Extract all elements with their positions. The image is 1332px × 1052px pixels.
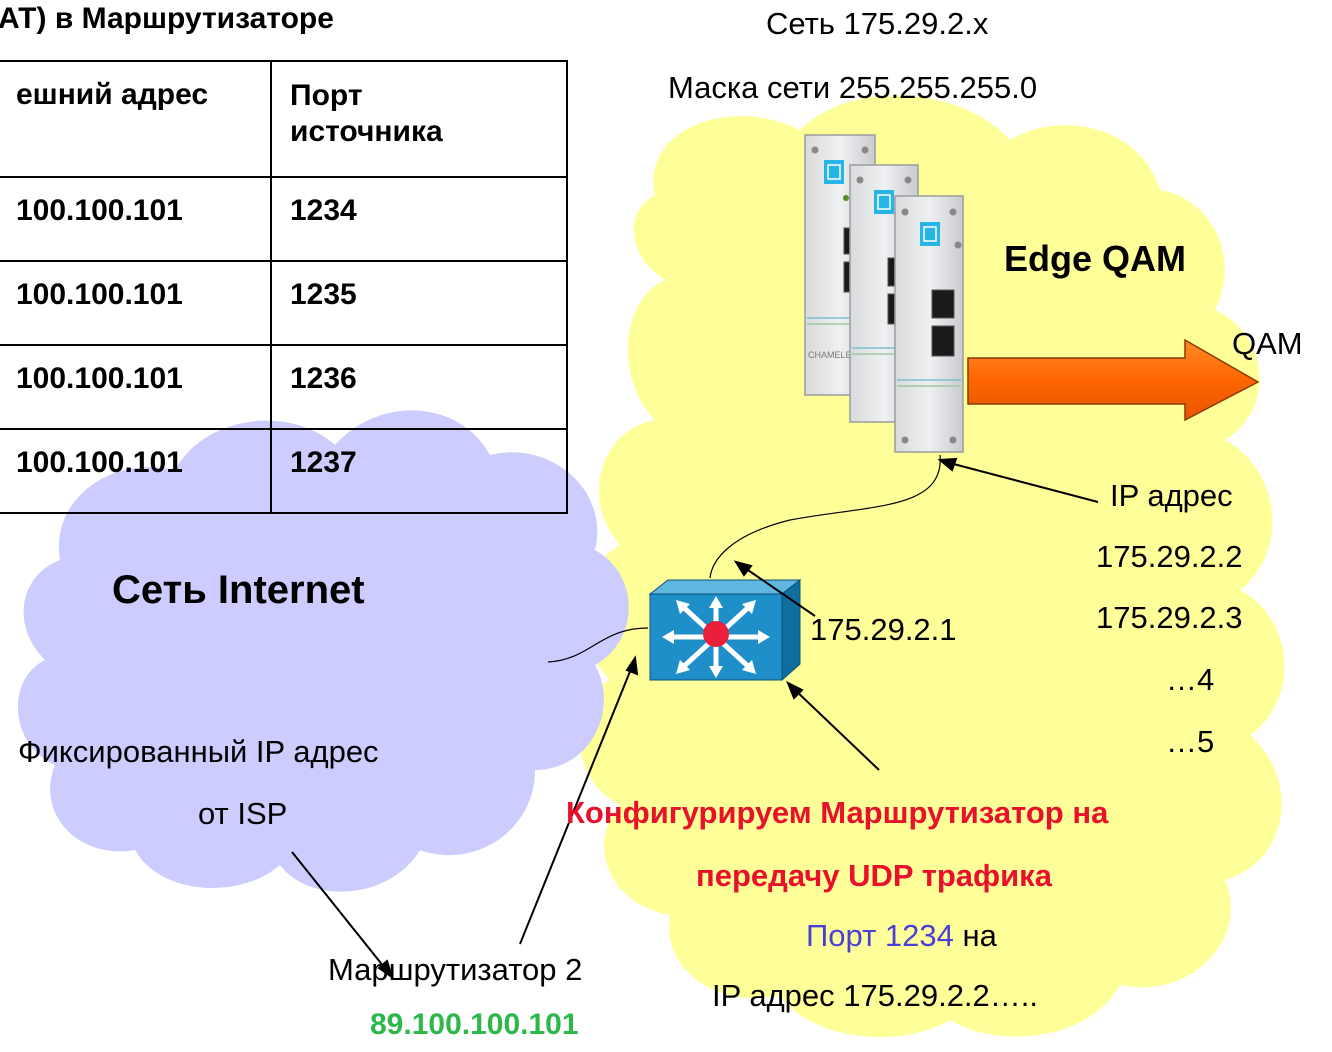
edge-qam-device-3 — [894, 195, 964, 453]
ip-list-title: IP адрес — [1110, 478, 1233, 513]
config-on: на — [953, 918, 997, 953]
table-row: 100.100.101 1235 — [0, 260, 568, 346]
table-cell: 100.100.101 — [0, 176, 272, 262]
router-ip-label: 175.29.2.1 — [810, 612, 957, 647]
network-label: Сеть 175.29.2.x — [766, 6, 989, 41]
table-cell: 100.100.101 — [0, 260, 272, 346]
nat-table: ешний адрес Порт источника 100.100.101 1… — [0, 60, 568, 514]
pointer-arrows — [291, 457, 1099, 980]
ethernet-cable-internet — [547, 627, 649, 663]
table-row: 100.100.101 1234 — [0, 176, 568, 262]
config-line-4: IP адрес 175.29.2.2….. — [712, 978, 1039, 1013]
ethernet-cable-qam — [709, 454, 941, 579]
table-cell: 1237 — [270, 428, 568, 514]
ip-list-item: 175.29.2.3 — [1096, 600, 1243, 635]
network-mask-label: Маска сети 255.255.255.0 — [668, 70, 1038, 105]
fixed-ip-label: Фиксированный IP адрес — [18, 734, 379, 769]
table-cell: 1236 — [270, 344, 568, 430]
router2-ip: 89.100.100.101 — [370, 1008, 579, 1041]
table-row: 100.100.101 1237 — [0, 428, 568, 514]
edge-qam-label: Edge QAM — [1004, 238, 1187, 279]
ip-list-item: …5 — [1166, 724, 1215, 759]
internet-cloud — [17, 410, 629, 892]
fixed-ip-label-isp: от ISP — [198, 796, 288, 831]
page-title: АТ) в Маршрутизаторе — [0, 2, 334, 35]
local-network-cloud — [579, 95, 1285, 1038]
table-cell: 100.100.101 — [0, 344, 272, 430]
table-row: 100.100.101 1236 — [0, 344, 568, 430]
config-line-1: Конфигурируем Маршрутизатор на — [566, 795, 1109, 830]
router2-label: Маршрутизатор 2 — [328, 952, 583, 987]
config-line-2: передачу UDP трафика — [696, 858, 1052, 893]
qam-label: QAM — [1232, 326, 1303, 361]
table-header-cell: ешний адрес — [0, 60, 272, 178]
table-cell: 100.100.101 — [0, 428, 272, 514]
qam-output-arrow — [967, 338, 1260, 422]
table-cell: 1234 — [270, 176, 568, 262]
internet-label: Сеть Internet — [112, 568, 365, 612]
config-port: Порт 1234 — [806, 918, 954, 953]
table-header-row: ешний адрес Порт источника — [0, 60, 568, 178]
ip-list-item: 175.29.2.2 — [1096, 539, 1243, 574]
table-header-cell: Порт источника — [270, 60, 568, 178]
device-brand-label: CHAMELEON — [808, 350, 865, 360]
router-switch-icon — [648, 578, 802, 682]
ip-list-item: …4 — [1166, 662, 1215, 697]
config-line-3: Порт 1234 на — [806, 918, 997, 954]
table-cell: 1235 — [270, 260, 568, 346]
